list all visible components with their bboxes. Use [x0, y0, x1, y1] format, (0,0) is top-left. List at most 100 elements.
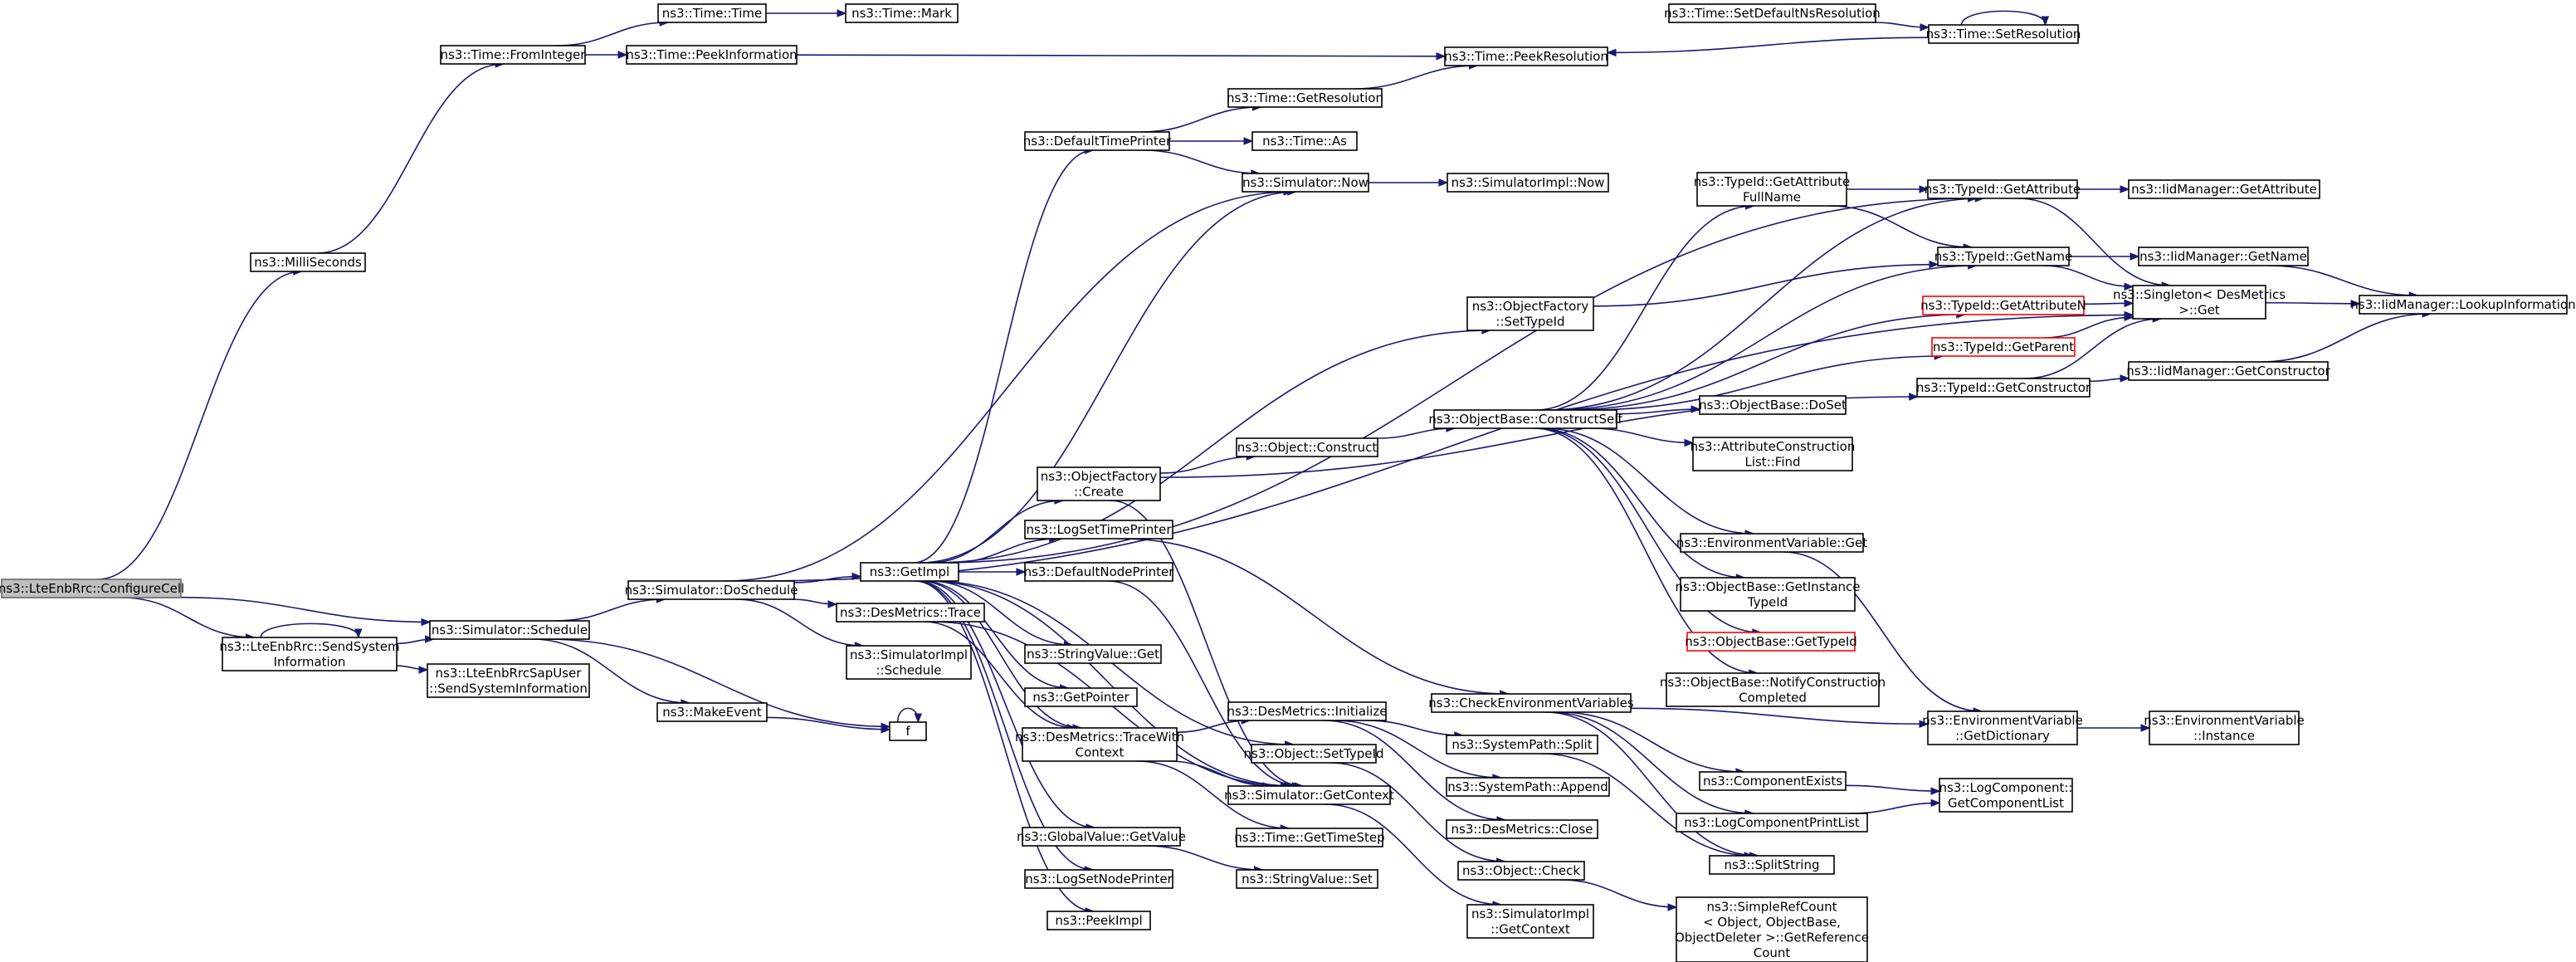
node-time-mark[interactable]: ns3::Time::Mark — [845, 3, 959, 23]
node-box[interactable] — [1251, 744, 1377, 764]
node-box[interactable] — [1666, 672, 1880, 707]
node-log-set-time-printer[interactable]: ns3::LogSetTimePrinter — [1024, 520, 1173, 540]
node-box[interactable] — [889, 721, 927, 741]
node-set-resolution[interactable]: ns3::Time::SetResolution — [1926, 24, 2081, 44]
node-box[interactable] — [440, 45, 586, 65]
node-box[interactable] — [1709, 855, 1835, 875]
node-split-string[interactable]: ns3::SplitString — [1709, 855, 1835, 875]
node-box[interactable] — [1927, 179, 2078, 199]
node-time-as[interactable]: ns3::Time::As — [1251, 131, 1358, 151]
node-box[interactable] — [1931, 337, 2076, 357]
node-box[interactable] — [1433, 409, 1617, 429]
node-box[interactable] — [2138, 247, 2309, 266]
node-simulator-impl-schedule[interactable]: ns3::SimulatorImpl::Schedule — [846, 645, 972, 680]
node-box[interactable] — [1927, 711, 2078, 745]
node-object-check[interactable]: ns3::Object::Check — [1457, 861, 1585, 881]
node-box[interactable] — [2359, 295, 2568, 315]
node-get-constructor[interactable]: ns3::TypeId::GetConstructor — [1916, 378, 2091, 398]
node-box[interactable] — [2128, 179, 2320, 199]
node-des-metrics-trace[interactable]: ns3::DesMetrics::Trace — [836, 603, 985, 623]
node-type-id-get-attribute[interactable]: ns3::TypeId::GetAttribute — [1925, 179, 2081, 199]
node-des-metrics-initialize[interactable]: ns3::DesMetrics::Initialize — [1227, 701, 1388, 721]
node-box[interactable] — [1699, 395, 1847, 415]
node-box[interactable] — [1236, 437, 1378, 457]
node-object-factory-create[interactable]: ns3::ObjectFactory::Create — [1037, 466, 1161, 501]
node-box[interactable] — [250, 252, 366, 272]
node-box[interactable] — [657, 3, 767, 23]
node-box[interactable] — [1, 579, 182, 598]
node-default-node-printer[interactable]: ns3::DefaultNodePrinter — [1024, 562, 1175, 582]
node-box[interactable] — [1922, 295, 2085, 315]
node-milliseconds[interactable]: ns3::MilliSeconds — [250, 252, 366, 272]
node-box[interactable] — [1444, 46, 1608, 66]
node-iid-get-name[interactable]: ns3::IidManager::GetName — [2138, 247, 2309, 266]
node-box[interactable] — [1024, 869, 1173, 889]
node-box[interactable] — [1236, 869, 1378, 889]
node-f[interactable]: f — [889, 721, 927, 741]
node-string-value-set[interactable]: ns3::StringValue::Set — [1236, 869, 1378, 889]
node-do-schedule[interactable]: ns3::Simulator::DoSchedule — [625, 580, 798, 600]
node-box[interactable] — [1431, 693, 1632, 713]
node-iid-lookup-information[interactable]: ns3::IidManager::LookupInformation — [2350, 295, 2576, 315]
node-peek-impl[interactable]: ns3::PeekImpl — [1046, 911, 1151, 930]
node-box[interactable] — [860, 562, 959, 582]
node-box[interactable] — [1236, 828, 1383, 847]
node-env-var-get-dictionary[interactable]: ns3::EnvironmentVariable::GetDictionary — [1922, 711, 2083, 745]
node-get-attribute-n[interactable]: ns3::TypeId::GetAttributeN — [1920, 295, 2086, 315]
node-object-base-get-type-id[interactable]: ns3::ObjectBase::GetTypeId — [1685, 632, 1857, 652]
node-box[interactable] — [1024, 131, 1170, 151]
node-box[interactable] — [627, 580, 795, 600]
node-peek-information[interactable]: ns3::Time::PeekInformation — [626, 45, 798, 65]
node-box[interactable] — [1446, 735, 1598, 754]
node-box[interactable] — [1699, 771, 1847, 791]
node-box[interactable] — [1668, 3, 1876, 23]
node-box[interactable] — [1024, 687, 1138, 707]
node-notify-construction-completed[interactable]: ns3::ObjectBase::NotifyConstructionCompl… — [1660, 672, 1886, 707]
node-box[interactable] — [1916, 378, 2091, 398]
node-get-component-list[interactable]: ns3::LogComponent::GetComponentList — [1939, 778, 2073, 813]
node-box[interactable] — [427, 663, 590, 698]
node-box[interactable] — [1447, 173, 1609, 193]
node-box[interactable] — [1446, 777, 1610, 797]
node-type-id-get-name[interactable]: ns3::TypeId::GetName — [1934, 247, 2072, 266]
node-singleton-get[interactable]: ns3::Singleton< DesMetrics >::Get — [2113, 285, 2286, 320]
node-from-integer[interactable]: ns3::Time::FromInteger — [440, 45, 587, 65]
node-box[interactable] — [1022, 827, 1181, 847]
node-box[interactable] — [656, 702, 768, 722]
node-set-default-ns-resolution[interactable]: ns3::Time::SetDefaultNsResolution — [1664, 3, 1881, 23]
node-system-path-split[interactable]: ns3::SystemPath::Split — [1446, 735, 1598, 754]
node-box[interactable] — [1024, 562, 1173, 582]
node-box[interactable] — [1227, 88, 1383, 108]
node-box[interactable] — [2128, 361, 2329, 381]
node-env-var-get[interactable]: ns3::EnvironmentVariable::Get — [1676, 533, 1867, 553]
node-simulator-impl-now[interactable]: ns3::SimulatorImpl::Now — [1447, 173, 1609, 193]
node-box[interactable] — [1928, 24, 2079, 44]
node-box[interactable] — [2149, 711, 2300, 745]
node-box[interactable] — [1022, 727, 1178, 762]
node-object-set-type-id[interactable]: ns3::Object::SetTypeId — [1244, 744, 1384, 764]
node-box[interactable] — [1692, 437, 1853, 471]
node-system-path-append[interactable]: ns3::SystemPath::Append — [1446, 777, 1610, 797]
node-box[interactable] — [845, 3, 959, 23]
node-box[interactable] — [1680, 533, 1864, 553]
node-box[interactable] — [1457, 861, 1585, 881]
node-log-set-node-printer[interactable]: ns3::LogSetNodePrinter — [1024, 869, 1173, 889]
node-object-base-do-set[interactable]: ns3::ObjectBase::DoSet — [1699, 395, 1847, 415]
node-configure-cell[interactable]: ns3::LteEnbRrc::ConfigureCell — [0, 579, 184, 598]
node-box[interactable] — [846, 645, 972, 680]
node-iid-get-constructor[interactable]: ns3::IidManager::GetConstructor — [2126, 361, 2331, 381]
node-peek-resolution[interactable]: ns3::Time::PeekResolution — [1444, 46, 1608, 66]
node-box[interactable] — [1227, 701, 1387, 721]
node-box[interactable] — [1937, 247, 2070, 266]
node-box[interactable] — [1251, 131, 1358, 151]
node-env-var-instance[interactable]: ns3::EnvironmentVariable::Instance — [2144, 711, 2305, 745]
node-box[interactable] — [1046, 911, 1151, 930]
node-iid-get-attribute[interactable]: ns3::IidManager::GetAttribute — [2128, 179, 2320, 199]
node-object-construct[interactable]: ns3::Object::Construct — [1236, 437, 1378, 457]
node-box[interactable] — [2132, 285, 2266, 320]
node-box[interactable] — [1242, 173, 1369, 193]
